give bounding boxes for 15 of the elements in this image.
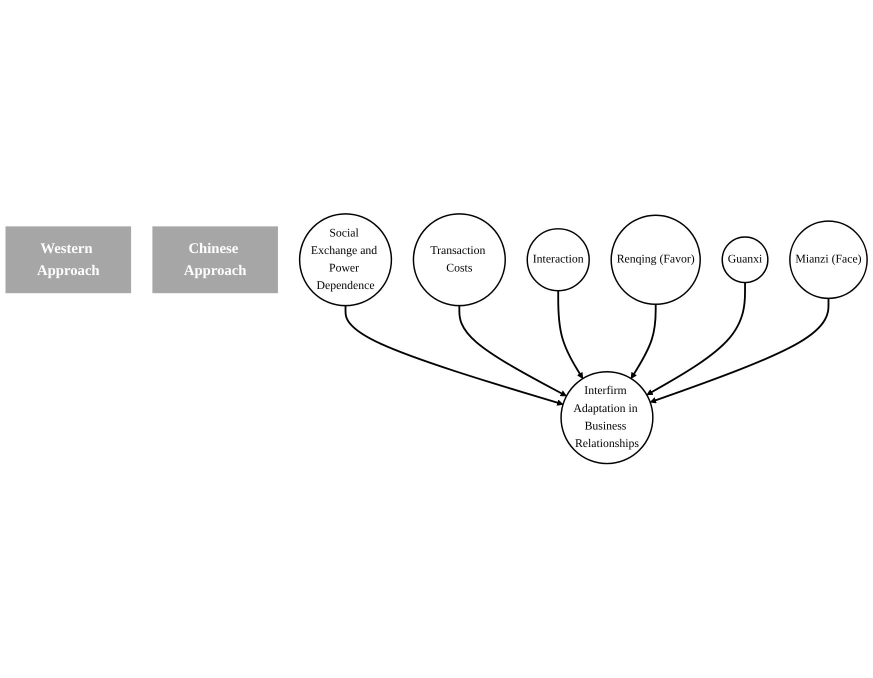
node-circle: Transaction Costs	[412, 213, 506, 307]
node-circle: Interfirm Adaptation in Business Relationships	[560, 371, 654, 465]
node-box: Western Approach	[6, 226, 132, 294]
node-circle: Renqing (Favor)	[610, 214, 701, 306]
arrow	[650, 298, 830, 404]
node-circle: Guanxi	[722, 236, 769, 284]
arrow	[458, 306, 567, 397]
node-circle: Mianzi (Face)	[789, 220, 868, 300]
node-box: Chinese Approach	[152, 226, 278, 294]
arrow	[630, 304, 657, 380]
node-circle: Social Exchange and Power Dependence	[298, 213, 392, 307]
node-circle: Interaction	[526, 228, 590, 292]
arrow	[344, 306, 564, 406]
arrow	[646, 282, 746, 396]
arrow	[557, 291, 584, 380]
